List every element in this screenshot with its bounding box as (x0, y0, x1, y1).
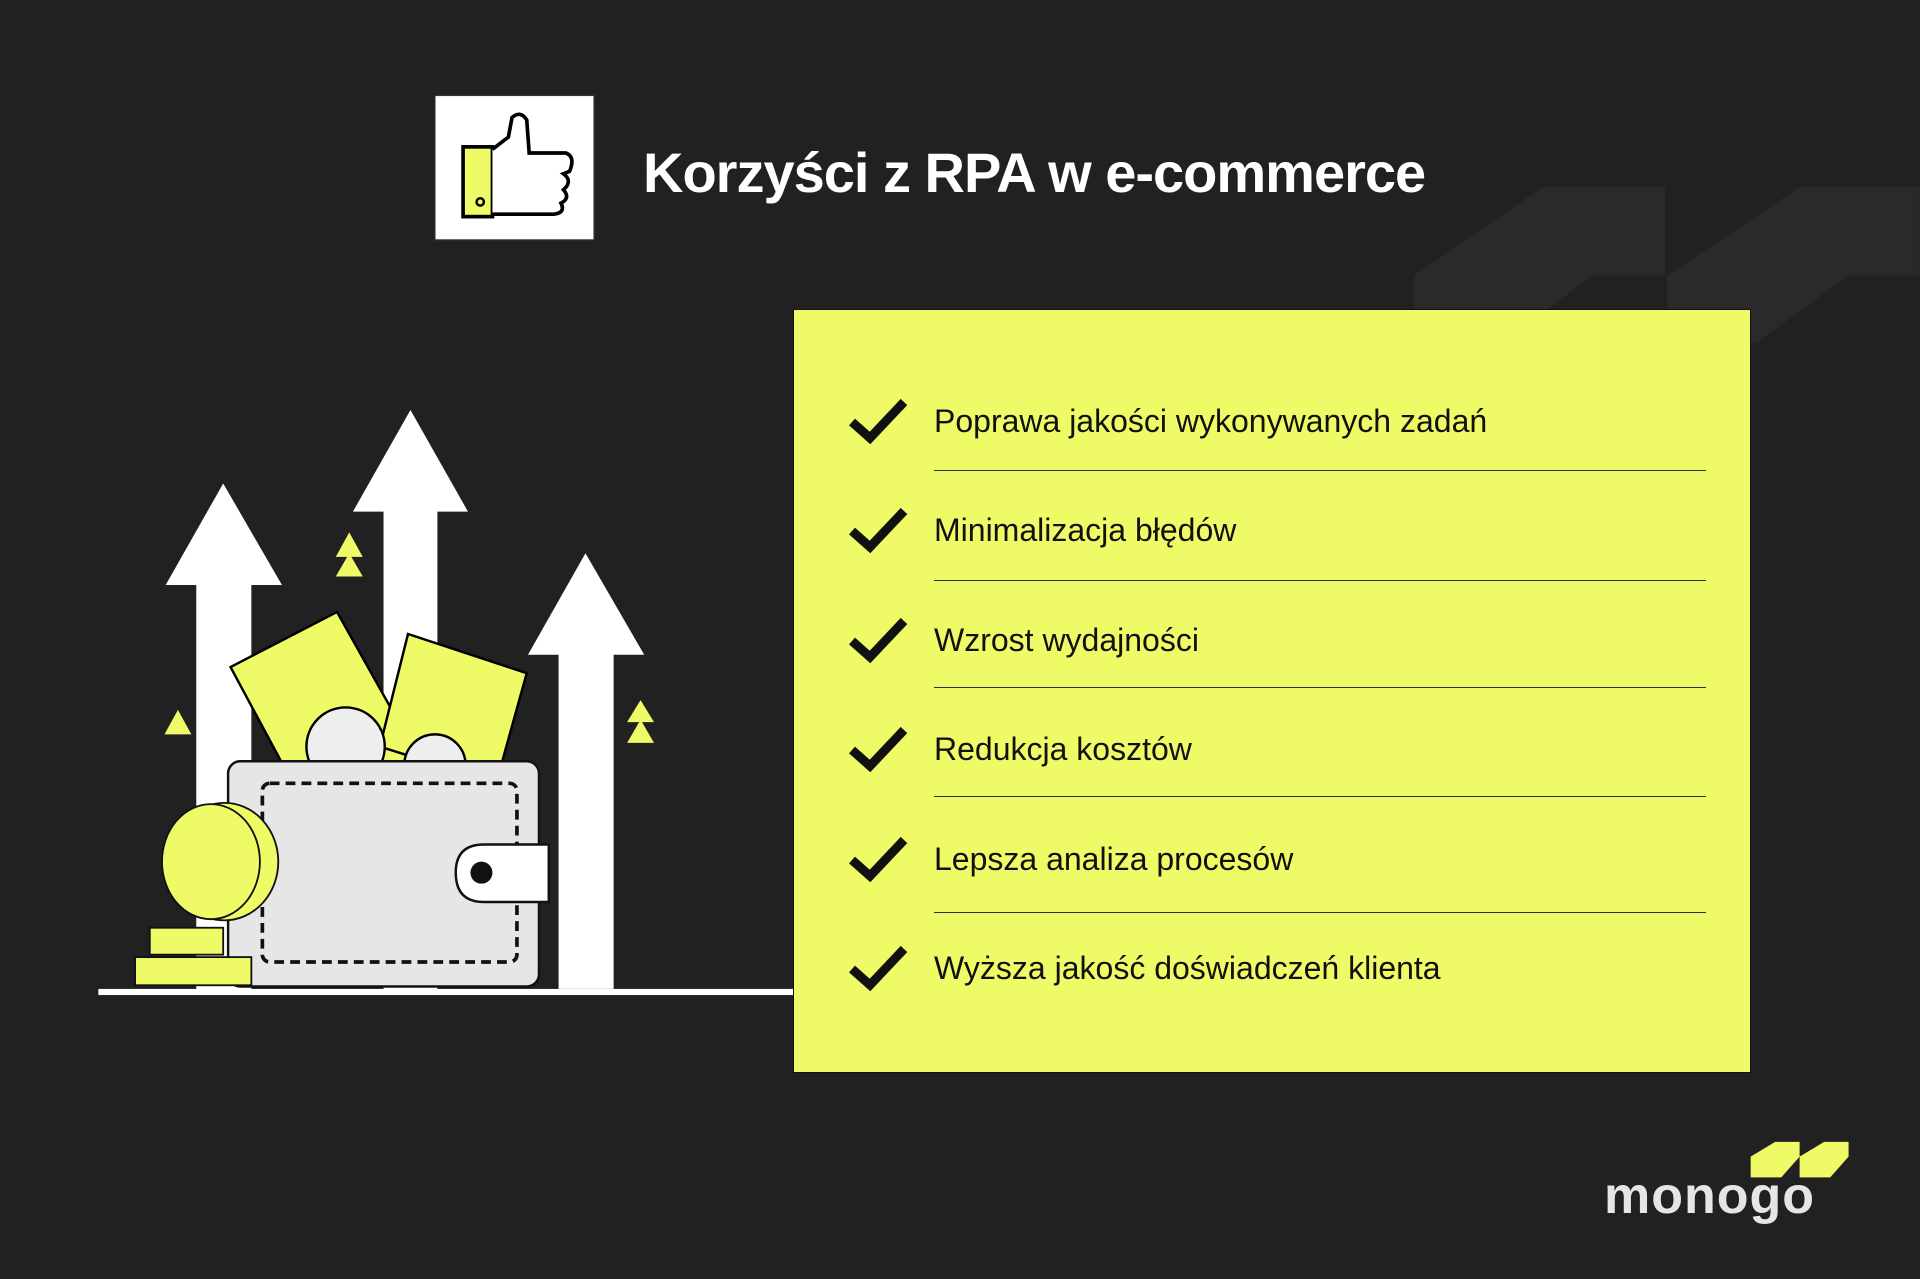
benefit-label: Wzrost wydajności (934, 621, 1199, 658)
benefit-label: Poprawa jakości wykonywanych zadań (934, 402, 1488, 439)
benefit-label: Wyższa jakość doświadczeń klienta (934, 949, 1441, 986)
checkmark-icon (849, 617, 908, 664)
divider (934, 470, 1706, 471)
checkmark-icon (849, 836, 908, 883)
checkmark-icon (849, 507, 908, 554)
background-decor (1414, 187, 1920, 343)
coins-icon (134, 801, 280, 987)
benefit-label: Redukcja kosztów (934, 730, 1192, 767)
thumbs-up-icon (434, 94, 595, 241)
divider (934, 580, 1706, 581)
ground-line (98, 988, 794, 996)
benefit-item: Redukcja kosztów (848, 719, 1192, 779)
benefit-item: Minimalizacja błędów (848, 500, 1236, 560)
checkmark-icon (849, 945, 908, 992)
benefit-item: Wzrost wydajności (848, 610, 1199, 670)
wallet-icon (226, 760, 550, 988)
benefit-item: Poprawa jakości wykonywanych zadań (848, 391, 1487, 451)
divider (934, 912, 1706, 913)
monogo-logo-mark (1750, 1141, 1849, 1178)
small-triangles (164, 532, 655, 743)
checkmark-icon (849, 398, 908, 445)
benefit-item: Wyższa jakość doświadczeń klienta (848, 938, 1441, 998)
benefit-item: Lepsza analiza procesów (848, 829, 1293, 889)
divider (934, 687, 1706, 688)
checkmark-icon (849, 726, 908, 773)
benefit-label: Minimalizacja błędów (934, 511, 1237, 548)
benefit-label: Lepsza analiza procesów (934, 840, 1294, 877)
divider (934, 796, 1706, 797)
benefits-panel: Poprawa jakości wykonywanych zadań Minim… (793, 309, 1751, 1073)
brand-logo: monogo (1604, 1167, 1816, 1225)
page-title: Korzyści z RPA w e-commerce (643, 141, 1426, 204)
